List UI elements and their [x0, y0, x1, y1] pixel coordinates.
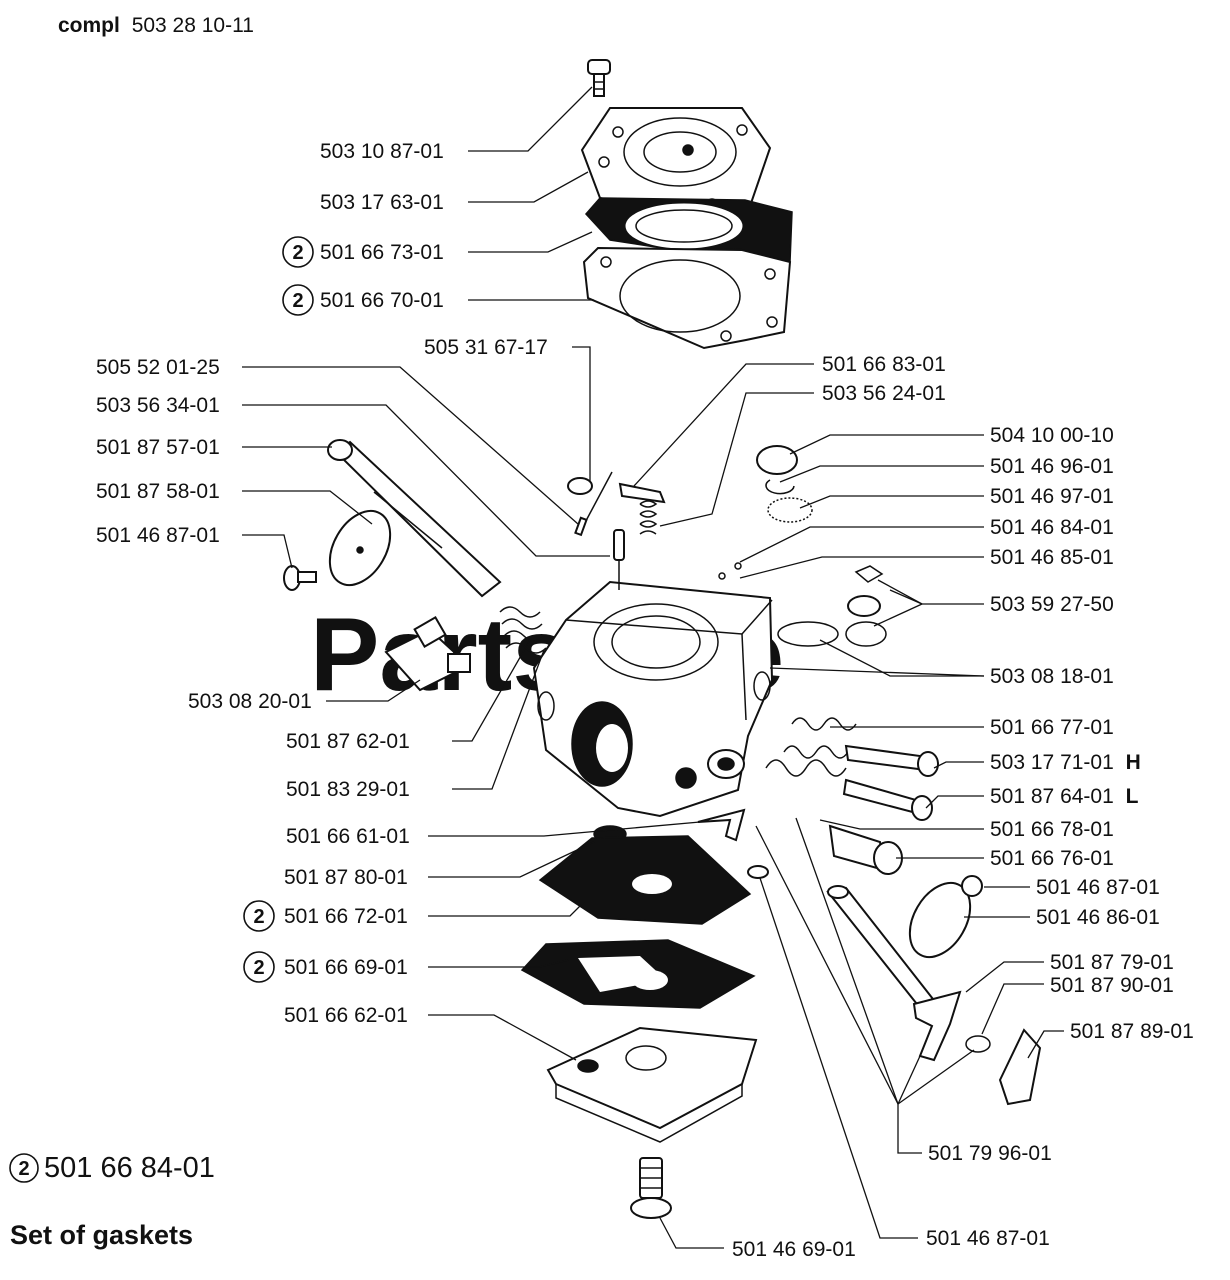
- part-label: 501 46 97-01: [990, 485, 1114, 508]
- part-label: 501 87 64-01 L: [990, 785, 1139, 808]
- part-label: 501 66 77-01: [990, 716, 1114, 739]
- part-label: 501 87 80-01: [284, 866, 408, 889]
- carburetor-body-part: [532, 580, 774, 818]
- part-label: 504 10 00-10: [990, 424, 1114, 447]
- part-label: 501 46 85-01: [990, 546, 1114, 569]
- part-label: 501 46 87-01: [96, 524, 220, 547]
- svg-text:2: 2: [18, 1158, 29, 1180]
- gasket-set-caption: Set of gaskets: [10, 1220, 193, 1250]
- part-label: 501 66 78-01: [990, 818, 1114, 841]
- svg-text:2: 2: [292, 290, 303, 312]
- part-drawings: [283, 59, 1042, 1219]
- adjusting-springs-part: [765, 717, 857, 777]
- part-label: 505 31 67-17: [424, 336, 548, 359]
- plug-cap-part: [847, 595, 881, 617]
- part-label: 501 66 61-01: [286, 825, 410, 848]
- part-label: 501 87 58-01: [96, 480, 220, 503]
- leader-lines: [242, 86, 1064, 1249]
- part-label: 501 46 86-01: [1036, 906, 1160, 929]
- welch-plug-part: [756, 445, 798, 475]
- suffix-l: L: [1126, 785, 1139, 808]
- side-plug-part: [777, 621, 839, 647]
- part-label: 501 83 29-01: [286, 778, 410, 801]
- part-label: 501 87 62-01: [286, 730, 410, 753]
- part-label: 501 66 72-01: [284, 905, 408, 928]
- part-label: 501 87 90-01: [1050, 974, 1174, 997]
- part-label: 503 08 18-01: [990, 665, 1114, 688]
- choke-valve-disc-part: [908, 882, 972, 958]
- bottom-screw-part: [630, 1157, 672, 1219]
- metering-diaphragm-part: [538, 835, 752, 925]
- part-label: 503 10 87-01: [320, 140, 444, 163]
- part-label: 501 87 79-01: [1050, 951, 1174, 974]
- needle-valve-part: [613, 529, 625, 590]
- gasket-set-badge: 2: [282, 284, 314, 316]
- retaining-ring-part: [765, 479, 795, 495]
- throttle-screw-part: [283, 565, 317, 591]
- cover-plate-part: [546, 1026, 758, 1143]
- part-label: 501 66 76-01: [990, 847, 1114, 870]
- metering-gasket-part: [520, 939, 756, 1009]
- choke-lever-part: [912, 990, 962, 1062]
- pump-diaphragm-part: [584, 197, 793, 263]
- header-number: 503 28 10-11: [132, 14, 254, 37]
- header-title: compl 503 28 10-11: [58, 14, 254, 37]
- throttle-spring-part: [499, 606, 547, 654]
- part-label: 503 17 63-01: [320, 191, 444, 214]
- part-label: 501 66 69-01: [284, 956, 408, 979]
- part-label: 501 66 62-01: [284, 1004, 408, 1027]
- control-lever-part: [567, 471, 666, 537]
- svg-text:2: 2: [292, 242, 303, 264]
- svg-text:2: 2: [253, 957, 264, 979]
- part-label: 501 46 87-01: [926, 1227, 1050, 1250]
- gasket-set-badge: 2: [243, 951, 275, 983]
- elbow-fitting-part: [384, 615, 471, 692]
- part-label: 501 87 57-01: [96, 436, 220, 459]
- top-screw-part: [587, 59, 611, 97]
- part-label: 501 46 69-01: [732, 1238, 856, 1261]
- pump-gasket-part: [582, 246, 792, 350]
- gasket-set-badge: 2: [243, 900, 275, 932]
- choke-screw-part: [961, 875, 983, 897]
- gasket-set-badge: 2: [282, 236, 314, 268]
- part-label: 503 59 27-50: [990, 593, 1114, 616]
- part-label: 501 66 83-01: [822, 353, 946, 376]
- part-labels: 503 10 87-01 503 17 63-01 2 501 66 73-01…: [96, 140, 1194, 1261]
- part-label: 503 17 71-01 H: [990, 751, 1141, 774]
- part-label: 501 46 84-01: [990, 516, 1114, 539]
- svg-text:2: 2: [253, 906, 264, 928]
- part-label: 505 52 01-25: [96, 356, 220, 379]
- gasket-set-legend: 2 501 66 84-01 Set of gaskets: [9, 1152, 215, 1250]
- adjusting-screws-part: [828, 744, 939, 875]
- choke-knob-part: [998, 1028, 1042, 1106]
- part-label: 503 56 34-01: [96, 394, 220, 417]
- part-label: 501 46 87-01: [1036, 876, 1160, 899]
- part-label: 503 08 20-01: [188, 690, 312, 713]
- throttle-shaft-part: [327, 439, 502, 598]
- suffix-h: H: [1126, 751, 1141, 774]
- header-bold: compl: [58, 14, 120, 37]
- detent-part: [965, 1035, 991, 1053]
- part-label: 501 46 96-01: [990, 455, 1114, 478]
- gasket-set-badge: 2: [9, 1153, 39, 1183]
- gasket-set-number: 501 66 84-01: [44, 1152, 215, 1184]
- part-label: 501 66 70-01: [320, 289, 444, 312]
- part-label: 501 66 73-01: [320, 241, 444, 264]
- part-label: 501 79 96-01: [928, 1142, 1052, 1165]
- screen-part: [767, 497, 813, 523]
- part-label: 503 56 24-01: [822, 382, 946, 405]
- metering-lever-part: [697, 808, 746, 842]
- part-label: 501 87 89-01: [1070, 1020, 1194, 1043]
